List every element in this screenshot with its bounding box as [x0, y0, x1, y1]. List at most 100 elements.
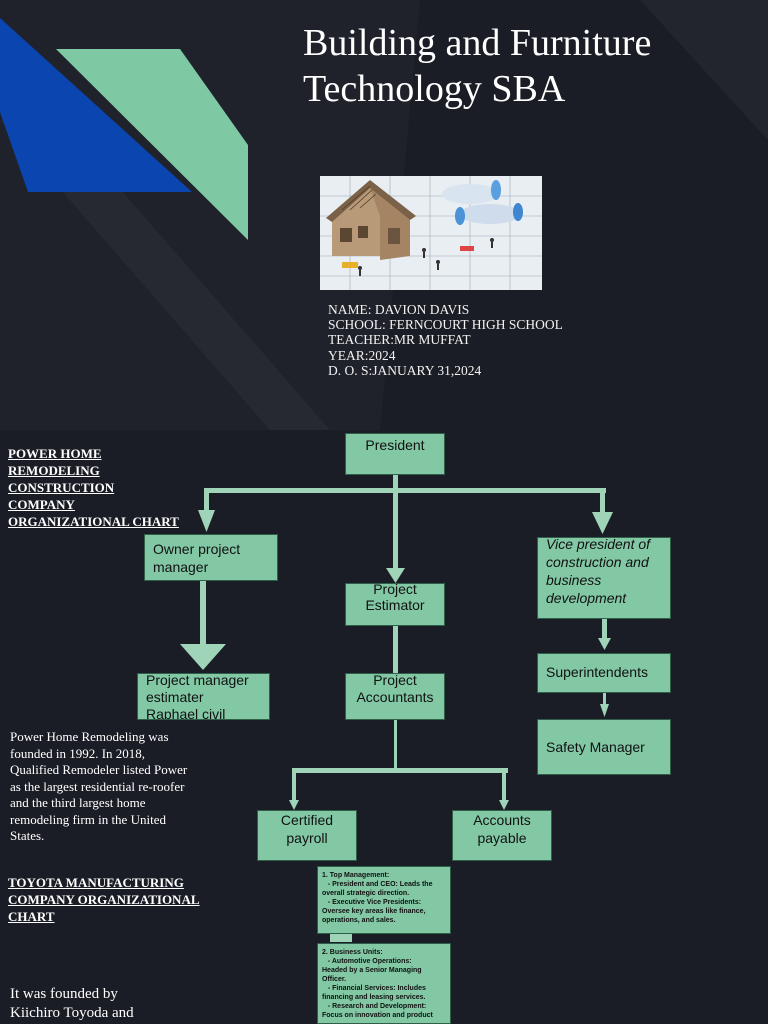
arrow-head	[289, 800, 299, 810]
box-label: development	[546, 590, 627, 606]
title-line-2: Technology SBA	[303, 68, 566, 110]
blueprint-rolls	[442, 180, 523, 225]
power-para-line: as the largest residential re-roofer	[10, 778, 185, 794]
box-label: Raphael civil	[146, 706, 226, 720]
org-box-project-accountants: Project Accountants	[345, 673, 445, 720]
connector	[292, 768, 296, 802]
connector	[292, 768, 508, 773]
box-line: Oversee key areas like finance,	[322, 908, 426, 915]
box-label: manager	[153, 558, 209, 575]
arrow-head	[386, 568, 405, 583]
connector	[394, 719, 397, 771]
title-line-1: Building and Furniture	[303, 22, 652, 64]
power-para-line: founded in 1992. In 2018,	[10, 745, 146, 761]
org-box-vice-president: Vice president of construction and busin…	[537, 537, 671, 619]
box-line: - Research and Development:	[322, 1003, 427, 1010]
box-line: 1. Top Management:	[322, 872, 390, 879]
house-model	[326, 180, 416, 260]
connector	[204, 488, 606, 493]
box-line: Headed by a Senior Managing	[322, 967, 422, 974]
page-title: Building and Furniture Technology SBA	[303, 20, 763, 112]
dark-stripe	[0, 120, 330, 430]
connector	[330, 934, 352, 942]
power-heading-line: REMODELING	[8, 463, 100, 478]
student-year: YEAR:2024	[328, 347, 396, 363]
student-teacher: TEACHER:MR MUFFAT	[328, 332, 471, 348]
toyota-para-line: It was founded by	[10, 986, 118, 1002]
student-name: NAME: DAVION DAVIS	[328, 302, 470, 317]
box-line: - Executive Vice Presidents:	[322, 899, 422, 906]
box-line: financing and leasing services.	[322, 994, 426, 1001]
toyota-org-chart-heading: TOYOTA MANUFACTURING COMPANY ORGANIZATIO…	[8, 874, 200, 925]
org-box-project-estimator: Project Estimator	[345, 583, 445, 626]
student-school: SCHOOL: FERNCOURT HIGH SCHOOL	[328, 317, 563, 333]
arrow-head	[499, 800, 509, 810]
box-label: payable	[477, 830, 527, 846]
toyota-box-top-management: 1. Top Management: - President and CEO: …	[317, 866, 451, 934]
dark-panel-left	[0, 0, 420, 430]
org-box-superintendents: Superintendents	[537, 653, 671, 693]
box-label: Safety Manager	[546, 739, 645, 755]
workers	[358, 238, 494, 276]
box-label: Superintendents	[546, 664, 648, 680]
power-para-line: remodeling firm in the United	[10, 811, 166, 827]
student-info: NAME: DAVION DAVIS SCHOOL: FERNCOURT HIG…	[328, 302, 563, 378]
box-label: Accountants	[356, 689, 434, 705]
org-box-accounts-payable: Accounts payable	[452, 810, 552, 861]
blue-accent-shape	[0, 18, 192, 192]
power-heading-line: COMPANY	[8, 497, 75, 512]
connector	[603, 692, 606, 706]
box-line: Officer.	[322, 976, 347, 983]
green-accent-shape	[56, 49, 248, 240]
arrow-head	[598, 638, 611, 650]
connector	[502, 768, 506, 802]
box-label: estimater	[146, 689, 204, 705]
date-of-submission: D. O. S:JANUARY 31,2024	[328, 362, 482, 378]
power-org-chart-heading: POWER HOME REMODELING CONSTRUCTION COMPA…	[8, 445, 179, 530]
connector	[393, 626, 398, 674]
connector	[393, 474, 398, 570]
connector	[204, 488, 209, 512]
box-label: Estimator	[365, 597, 425, 613]
org-box-president: President	[345, 433, 445, 475]
box-label: Vice president of	[546, 537, 651, 552]
box-line: - President and CEO: Leads the	[322, 881, 433, 888]
toyota-heading-line: CHART	[8, 909, 55, 924]
org-box-certified-payroll: Certified payroll	[257, 810, 357, 861]
arrow-head	[180, 644, 226, 670]
box-label: Certified	[280, 812, 334, 828]
box-label: Project	[373, 583, 417, 597]
arrow-head	[600, 704, 609, 717]
org-box-safety-manager: Safety Manager	[537, 719, 671, 775]
connector	[600, 488, 605, 512]
org-box-project-manager-estimater: Project manager estimater Raphael civil	[137, 673, 270, 720]
toyota-heading-line: TOYOTA MANUFACTURING	[8, 875, 184, 890]
connector	[602, 618, 607, 640]
box-label: Owner project	[153, 541, 241, 557]
power-para-line: States.	[10, 828, 45, 843]
power-para-line: Qualified Remodeler listed Power	[10, 762, 188, 777]
box-label: Project manager	[146, 673, 249, 688]
power-heading-line: POWER HOME	[8, 446, 102, 461]
toyota-box-business-units: 2. Business Units: - Automotive Operatio…	[317, 943, 451, 1024]
power-description: Power Home Remodeling was founded in 199…	[10, 729, 187, 845]
box-line: 2. Business Units:	[322, 949, 383, 956]
box-line: Focus on innovation and product	[322, 1012, 433, 1019]
box-line: operations, and sales.	[322, 917, 396, 924]
box-line: - Automotive Operations:	[322, 958, 412, 965]
box-label: Accounts	[473, 812, 531, 828]
power-heading-line: ORGANIZATIONAL CHART	[8, 514, 179, 529]
power-para-line: and the third largest home	[10, 795, 146, 810]
box-label: Project	[373, 673, 417, 688]
power-para-line: Power Home Remodeling was	[10, 729, 169, 744]
toyota-heading-line: COMPANY ORGANIZATIONAL	[8, 892, 200, 907]
toyota-para-line: Kiichiro Toyoda and	[10, 1005, 134, 1021]
box-label: construction and	[546, 554, 649, 570]
box-label: President	[365, 437, 425, 453]
box-label: payroll	[286, 830, 328, 846]
toyota-description: It was founded by Kiichiro Toyoda and	[10, 985, 134, 1023]
box-label: business	[546, 572, 602, 588]
dark-panel-right	[640, 0, 768, 140]
